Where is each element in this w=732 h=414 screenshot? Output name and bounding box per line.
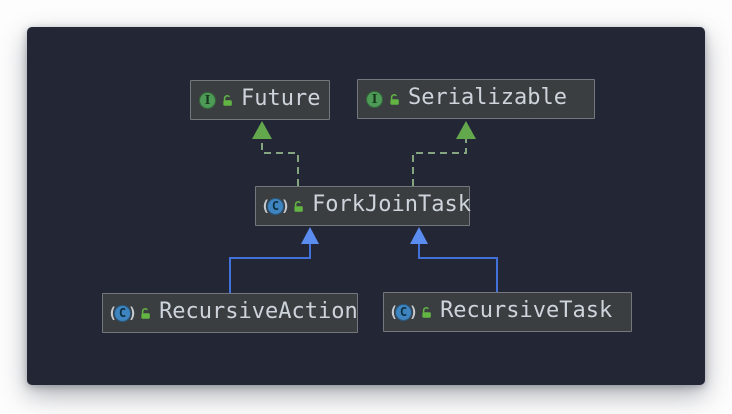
extends-arrowhead	[410, 227, 428, 244]
class-icon: ( C )	[389, 302, 419, 321]
unlocked-padlock-icon	[292, 200, 305, 213]
unlocked-padlock-icon	[420, 306, 433, 319]
node-label: RecursiveTask	[440, 298, 613, 323]
class-icon: ( C )	[261, 196, 291, 215]
node-label: Serializable	[408, 85, 567, 110]
interface-icon: I	[366, 90, 383, 108]
node-label: Future	[241, 86, 321, 111]
unlocked-padlock-icon	[221, 94, 234, 107]
node-serializable[interactable]: I Serializable	[357, 79, 595, 119]
unlocked-padlock-icon	[388, 93, 401, 106]
edge-implements-forkjointask-serializable[interactable]	[412, 121, 476, 186]
edge-extends-recursivetask-forkjointask[interactable]	[410, 227, 498, 293]
node-label: ForkJoinTask	[312, 192, 472, 217]
node-recursivetask[interactable]: ( C ) RecursiveTask	[383, 292, 632, 332]
node-recursiveaction[interactable]: ( C ) RecursiveAction	[102, 293, 358, 333]
edge-extends-recursiveaction-forkjointask[interactable]	[229, 227, 319, 293]
extends-arrowhead	[301, 227, 319, 244]
implements-arrowhead	[252, 121, 272, 139]
node-future[interactable]: I Future	[190, 80, 330, 120]
edge-implements-forkjointask-future[interactable]	[252, 121, 299, 186]
interface-icon: I	[199, 91, 216, 109]
node-forkjointask[interactable]: ( C ) ForkJoinTask	[255, 186, 472, 226]
edges-layer	[229, 121, 498, 293]
implements-arrowhead	[456, 121, 476, 139]
unlocked-padlock-icon	[139, 307, 152, 320]
diagram-canvas[interactable]: I Future I Serializable ( C )	[27, 27, 705, 385]
node-label: RecursiveAction	[159, 299, 358, 324]
class-icon: ( C )	[108, 303, 138, 322]
